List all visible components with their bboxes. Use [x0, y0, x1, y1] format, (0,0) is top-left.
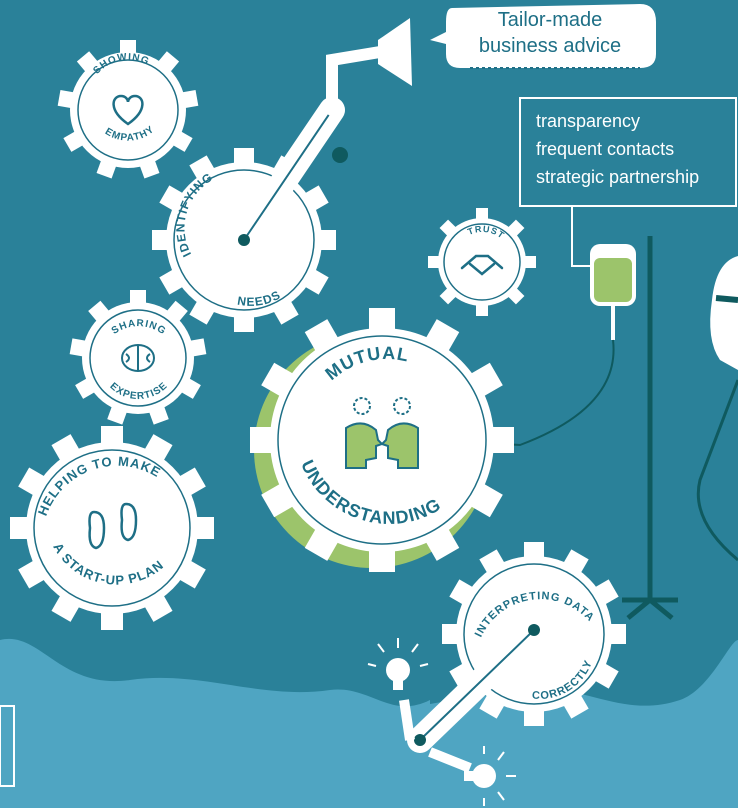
bubble-line-1: Tailor-made [498, 9, 602, 31]
gear-helping-plan [10, 426, 214, 630]
heads-with-gears-icon [345, 397, 419, 469]
frame-edge [0, 705, 15, 787]
gear-showing-empathy [57, 40, 199, 179]
brain-icon [121, 344, 155, 372]
gear-sharing-expertise [69, 290, 207, 425]
speech-bubble: Tailor-made business advice [430, 4, 656, 69]
heart-icon [112, 94, 144, 126]
figure-partial [696, 256, 738, 562]
iv-drip [439, 236, 678, 620]
crank-bulbs [399, 617, 547, 773]
handshake-icon [460, 254, 504, 276]
lightbulb-icon [464, 746, 516, 806]
bubble-line-2: business advice [479, 35, 621, 57]
info-item-3: strategic partnership [536, 167, 699, 187]
lightbulb-icon [367, 638, 429, 690]
gear-mutual-understanding [250, 308, 514, 572]
water-area [0, 638, 738, 808]
footprints-icon [88, 502, 138, 550]
gear-trust [428, 208, 536, 316]
info-box: transparency frequent contacts strategic… [519, 97, 737, 267]
info-item-1: transparency [536, 111, 640, 131]
info-item-2: frequent contacts [536, 139, 674, 159]
crank-horn [231, 18, 412, 253]
